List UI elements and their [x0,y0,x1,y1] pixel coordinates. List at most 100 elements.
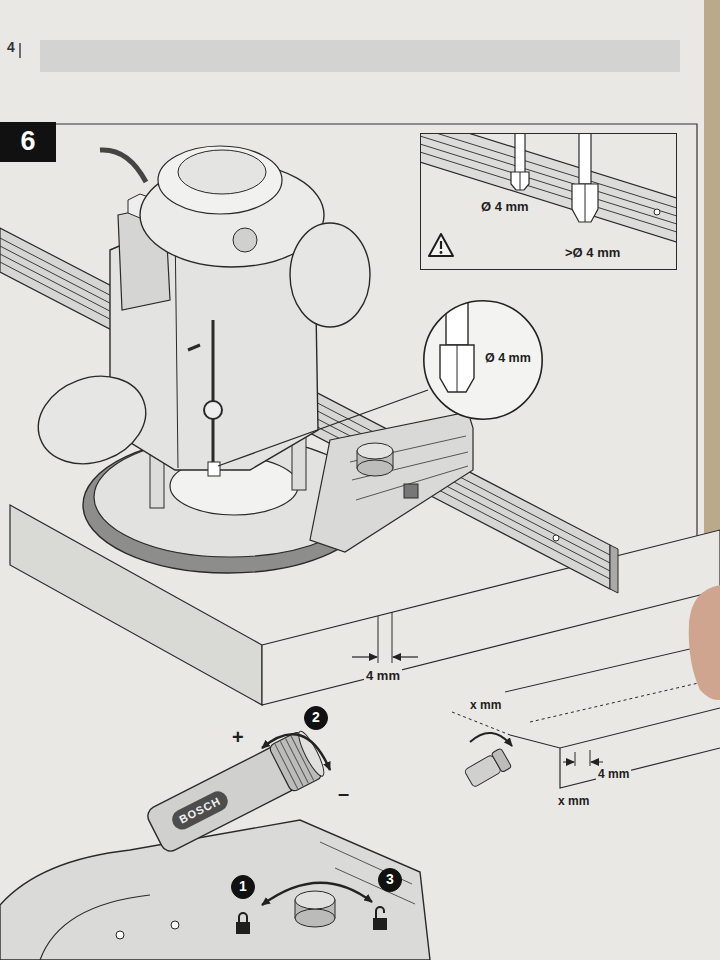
fine-adjust-detail [295,909,335,927]
callout-number-outline [305,707,328,730]
header-bar [40,40,680,72]
dimension-lines [393,656,418,657]
router-base [350,436,466,462]
direction-sign: – [338,782,349,804]
inset-rail-detail [421,152,676,233]
fine-adjust-detail [0,820,430,960]
dimension-label: x mm [468,699,503,712]
fine-adjust-detail [116,931,124,939]
offset-detail [452,642,720,789]
router-base [357,443,393,459]
offset-detail [591,762,603,763]
dimension-label: 4 mm [364,669,402,683]
fine-adjust-detail [262,734,330,770]
inset-rail-detail [421,162,676,243]
router-base [357,460,393,476]
magnifier-detail [440,345,474,392]
router-motor [26,362,158,479]
page-ground [704,0,720,590]
warning-symbol [440,241,442,249]
inset-rail-detail [572,184,598,222]
fine-adjust-detail [295,891,335,909]
router-motor [188,345,200,350]
workpiece-board [262,530,720,705]
warning-symbol [429,234,453,256]
magnifier-detail [457,345,458,392]
direction-sign: + [232,726,244,748]
magnifier-detail [423,290,543,420]
magnifier-detail [423,300,543,420]
router-motor [158,146,282,214]
guide-rail [610,545,618,593]
callout-number-outline [232,876,255,899]
fine-adjust-detail [239,913,247,922]
inset-rail-detail [515,134,525,173]
router-motor [100,150,146,182]
inset-rail-detail [585,184,586,222]
figure-number-box: 6 [0,122,56,162]
fine-adjust-detail [169,788,232,833]
dimension-label: Ø 4 mm [479,200,531,214]
offset-detail [590,750,591,766]
offset-detail [463,748,511,789]
header-bar [20,40,680,72]
router-motor [208,462,220,476]
fine-adjust-detail [373,918,387,930]
magnifier-detail [446,290,468,345]
node-label: 1 [239,879,247,894]
offset-detail [470,733,512,746]
leader-line [218,390,428,466]
holding-finger [689,585,720,700]
inset-rail-detail [421,136,676,217]
dimension-label: >Ø 4 mm [563,246,622,260]
warning-symbol [429,234,453,256]
node-label: 6 [20,127,35,157]
inset-rail-detail [654,209,660,215]
leader-line [218,390,428,466]
fine-adjust-detail [40,895,150,960]
fine-adjust-detail [262,883,372,905]
fine-adjust-detail [171,921,179,929]
router-motor [178,150,266,194]
warning-symbol [440,251,443,254]
magnifier-circle: Ø 4 mm [423,300,543,420]
inset-rail-detail [421,144,676,225]
dimension-label: 4 mm [596,768,631,781]
router-base [310,412,473,552]
fine-adjust-detail [236,922,250,934]
dimension-lines [378,616,379,663]
inset-rail-detail [421,134,676,243]
offset-detail [452,712,510,735]
dimension-lines [352,656,377,657]
fine-adjust-detail [376,907,384,918]
callout-number: 3 [378,868,402,892]
inset-rail-detail [421,134,676,243]
router-motor [233,228,257,252]
router-motor [175,222,178,468]
inset-rail-detail [511,172,529,190]
offset-detail [505,642,720,692]
fine-adjust-detail [280,741,303,786]
callout-number-outline [379,869,402,892]
fine-adjust-detail [335,868,415,904]
dimension-label: Ø 4 mm [485,352,531,366]
offset-detail [560,748,720,788]
fine-adjust-detail [0,728,430,960]
dimension-label: x mm [556,795,591,808]
page-number: 4 [7,40,15,55]
fine-adjust-detail [275,744,298,789]
inset-rail-detail [520,172,521,190]
header-bar [19,43,21,58]
router-motor [212,320,215,472]
dimension-lines [352,612,418,663]
inset-rail-detail [421,134,676,199]
inset-rail-detail [579,134,591,184]
inset-rail-detail [421,134,676,209]
node-label: 3 [386,872,394,887]
warning-inset-box: Ø 4 mm >Ø 4 mm [420,133,677,270]
offset-detail [563,762,574,763]
callout-number: 2 [304,706,328,730]
router-motor [26,146,370,508]
